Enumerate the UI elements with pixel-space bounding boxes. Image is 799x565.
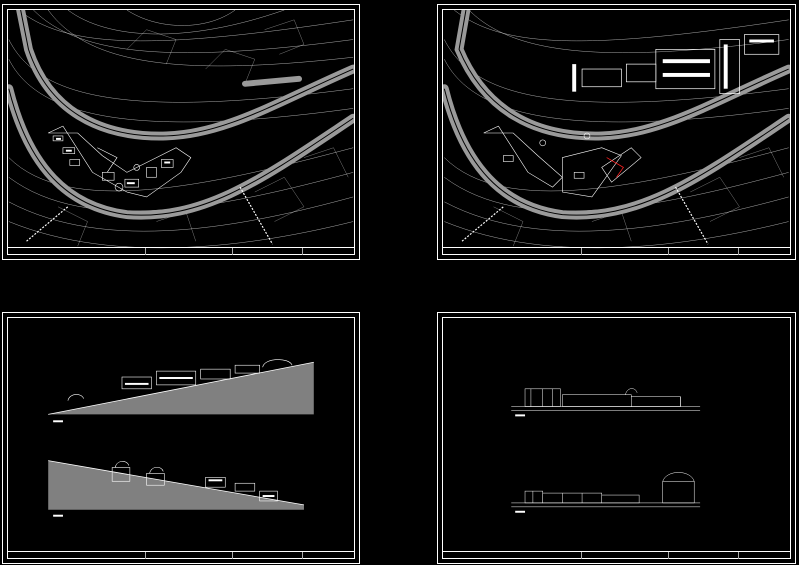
proposed-building-hatching (572, 39, 774, 92)
sheet-site-sections[interactable] (2, 312, 360, 564)
title-block (442, 247, 791, 255)
site-plan-drawing (443, 10, 790, 249)
contour-lines (444, 10, 789, 249)
proposed-building-strip (581, 34, 780, 94)
parcel-lines (57, 19, 349, 247)
drawing-frame (7, 317, 355, 559)
section-cut-lines (461, 186, 709, 245)
section-upper (48, 359, 314, 415)
building-cluster (483, 125, 642, 198)
elevation-lower-infill (515, 510, 526, 513)
road-centerlines (8, 10, 354, 216)
title-block (7, 247, 355, 255)
sheet-elevations[interactable] (437, 312, 796, 564)
parcel-lines (493, 147, 784, 247)
title-block (442, 551, 791, 559)
elevation-lower (511, 472, 701, 508)
section-tags (53, 420, 63, 517)
title-block (7, 551, 355, 559)
building-cluster (48, 125, 192, 198)
elevations-drawing (511, 388, 701, 513)
drawing-frame (442, 9, 791, 255)
elevation-upper (511, 388, 701, 411)
sections-drawing (48, 359, 314, 517)
sheet-site-plan-existing[interactable] (2, 4, 360, 260)
red-annotation (606, 157, 624, 178)
section-cut-lines (26, 186, 274, 245)
elevation-upper-infill (515, 414, 526, 417)
section-lower-infill (208, 479, 275, 498)
road-network (443, 10, 790, 220)
building-hatching (56, 137, 171, 185)
site-plan-drawing (8, 10, 354, 249)
drawing-frame (7, 9, 355, 255)
road-centerlines (443, 10, 789, 216)
drawing-frame (442, 317, 791, 559)
section-lower-buildings (111, 461, 278, 502)
road-network (8, 10, 354, 220)
section-upper-buildings (67, 359, 293, 401)
section-upper-infill (124, 377, 193, 385)
sheet-site-plan-proposed[interactable] (437, 4, 796, 260)
section-lower (48, 460, 305, 510)
